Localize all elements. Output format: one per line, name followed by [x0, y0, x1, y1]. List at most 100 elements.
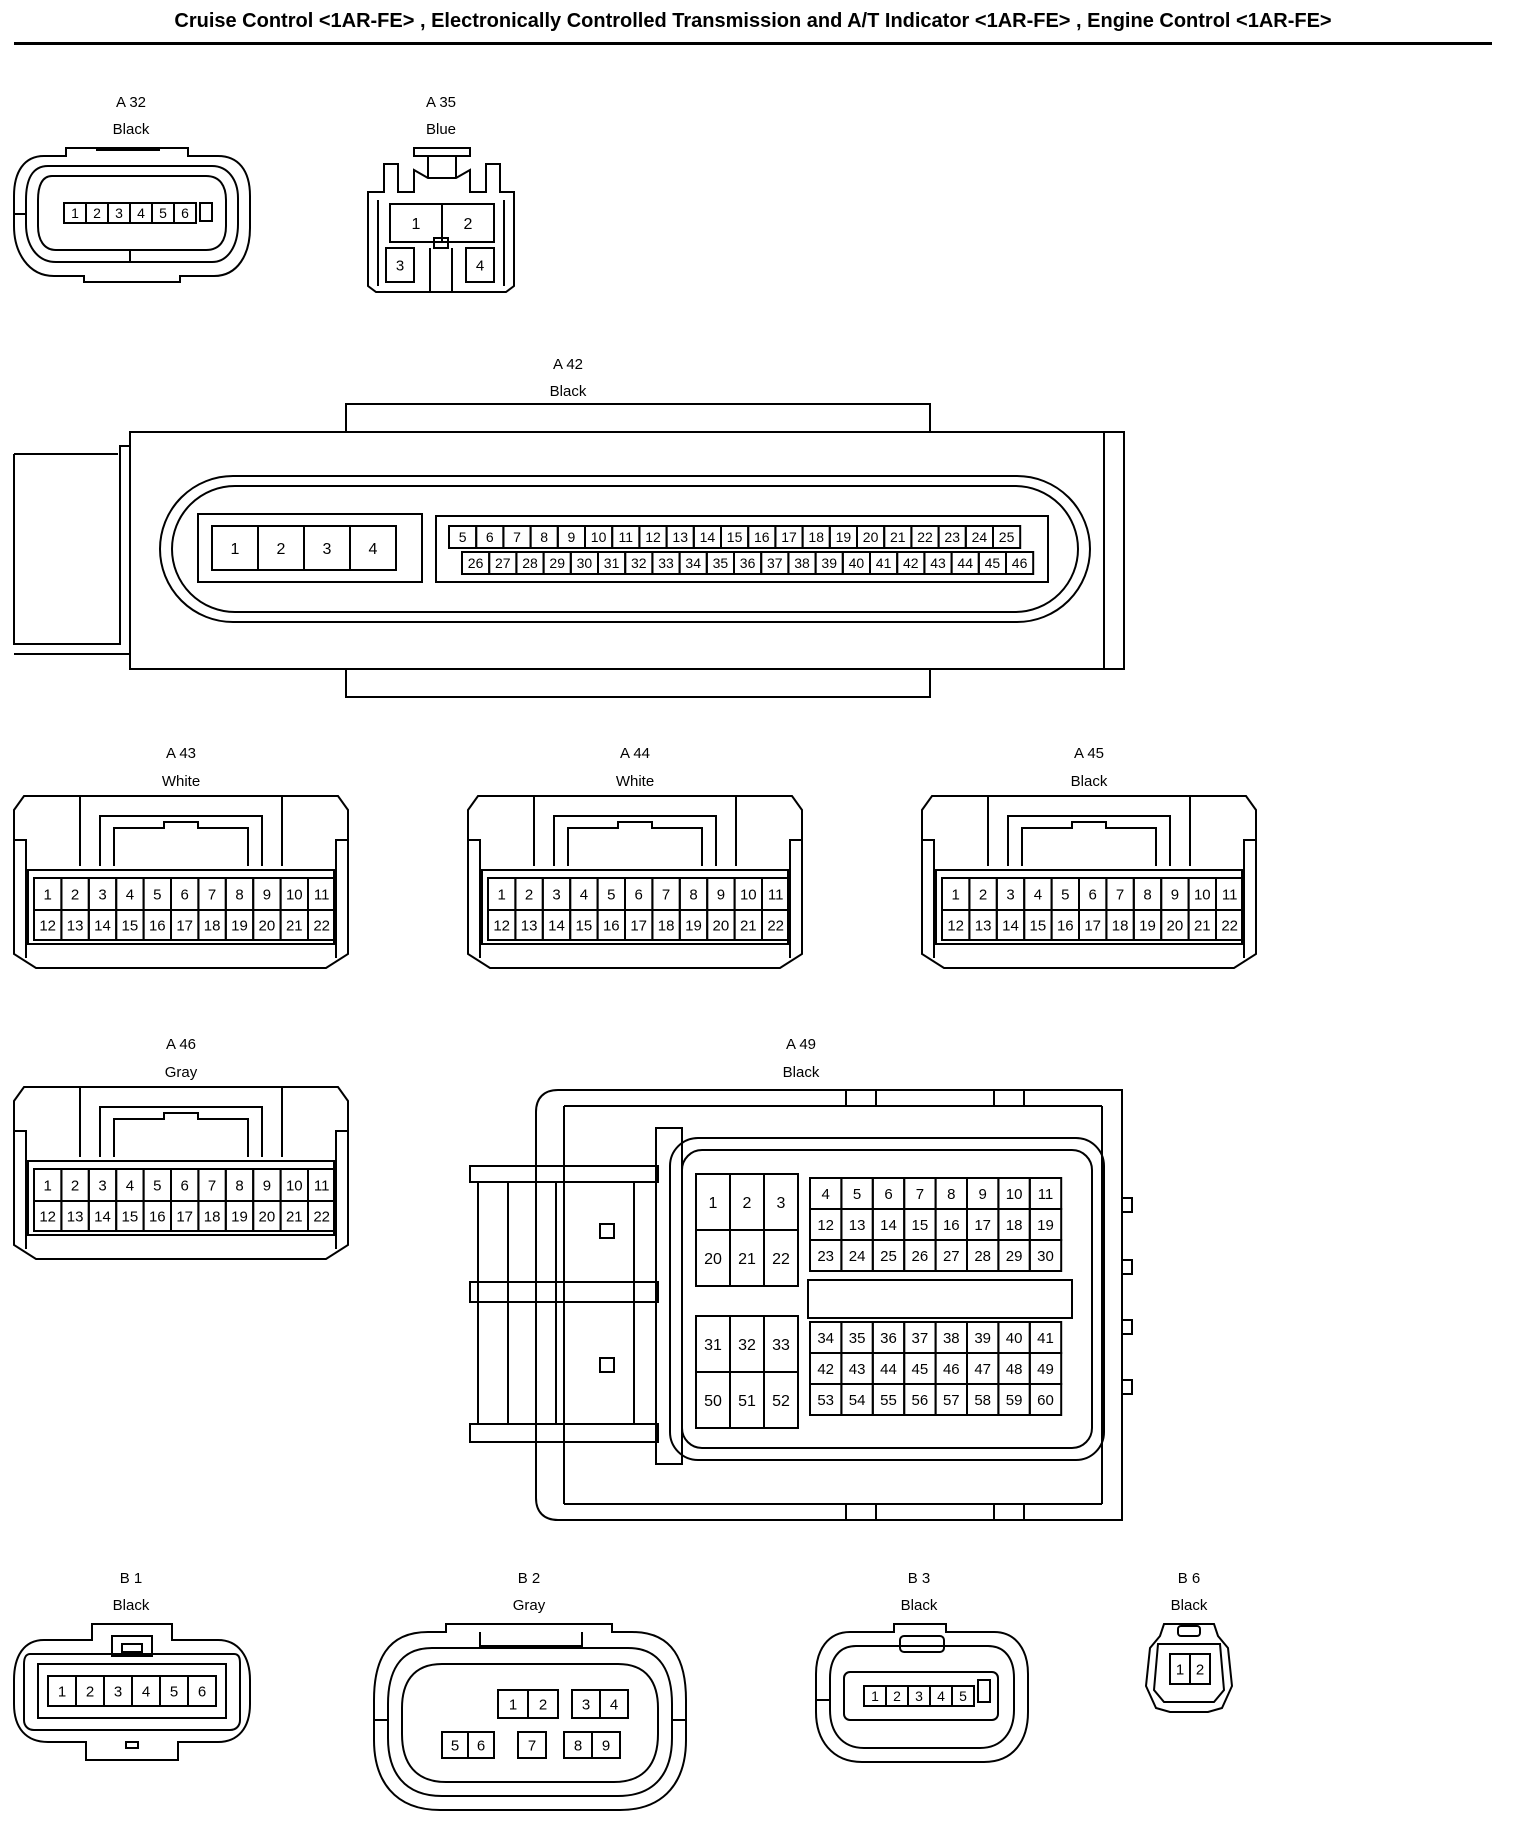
svg-text:2: 2 [539, 1696, 547, 1713]
a49-pin-4: 4 [809, 1177, 843, 1210]
svg-text:4: 4 [369, 541, 378, 558]
svg-text:58: 58 [974, 1392, 991, 1409]
a49-pin-32: 32 [729, 1315, 765, 1373]
svg-text:33: 33 [772, 1337, 790, 1354]
svg-text:10: 10 [1194, 886, 1211, 903]
connector-a32-id: A 32 [116, 94, 146, 111]
a45-pin-21: 21 [1187, 909, 1217, 941]
b2-pin-4: 4 [599, 1689, 629, 1719]
connector-a49-color: Black [783, 1064, 820, 1081]
a45-pin-19: 19 [1132, 909, 1163, 941]
b6-pin-2: 2 [1189, 1653, 1211, 1685]
a42-pin-18: 18 [801, 525, 831, 549]
svg-text:8: 8 [574, 1737, 582, 1754]
svg-text:13: 13 [975, 917, 992, 934]
svg-text:17: 17 [176, 1208, 193, 1225]
a49-pin-19: 19 [1028, 1208, 1063, 1241]
a49-pin-6: 6 [871, 1177, 906, 1210]
a46-pin-15: 15 [115, 1200, 145, 1232]
svg-text:14: 14 [700, 529, 716, 545]
a44-pin-5: 5 [596, 877, 626, 911]
svg-text:49: 49 [1037, 1361, 1054, 1378]
a45-pin-6: 6 [1078, 877, 1108, 911]
a49-pin-3: 3 [763, 1173, 799, 1231]
a42-pin-24: 24 [964, 525, 994, 549]
svg-text:3: 3 [1006, 886, 1014, 903]
title-rule [14, 42, 1492, 45]
svg-text:3: 3 [98, 886, 106, 903]
b2-pin-6: 6 [467, 1731, 495, 1759]
svg-text:42: 42 [817, 1361, 834, 1378]
a42-pin-44: 44 [950, 551, 980, 575]
svg-text:22: 22 [313, 1208, 330, 1225]
a45-pin-14: 14 [995, 909, 1026, 941]
a42-pin-8: 8 [529, 525, 559, 549]
a42-pin-23: 23 [937, 525, 967, 549]
svg-text:32: 32 [631, 555, 647, 571]
a45-pin-8: 8 [1132, 877, 1163, 911]
svg-text:15: 15 [576, 917, 593, 934]
a49-pin-35: 35 [840, 1321, 874, 1354]
a42-pin-40: 40 [841, 551, 871, 575]
svg-text:16: 16 [149, 917, 166, 934]
a46-pin-4: 4 [115, 1168, 145, 1202]
svg-text:2: 2 [1196, 1661, 1204, 1678]
svg-text:4: 4 [822, 1186, 830, 1203]
a49-pin-21: 21 [729, 1229, 765, 1287]
a44-pin-4: 4 [569, 877, 599, 911]
a44-pin-17: 17 [624, 909, 654, 941]
a44-pin-21: 21 [733, 909, 763, 941]
a45-pin-9: 9 [1160, 877, 1190, 911]
a46-pin-6: 6 [170, 1168, 200, 1202]
a46-housing [13, 1086, 349, 1260]
a46-pin-11: 11 [307, 1168, 337, 1202]
a42-pin-27: 27 [488, 551, 518, 575]
b6-pin-1: 1 [1169, 1653, 1191, 1685]
svg-text:51: 51 [738, 1393, 756, 1410]
b2-pin-2: 2 [527, 1689, 559, 1719]
svg-text:41: 41 [1037, 1330, 1054, 1347]
svg-text:10: 10 [591, 529, 607, 545]
a49-pin-44: 44 [871, 1352, 906, 1385]
a42-pin-34: 34 [678, 551, 708, 575]
svg-text:4: 4 [476, 257, 484, 274]
a43-pin-8: 8 [224, 877, 255, 911]
a42-pin-22: 22 [910, 525, 940, 549]
svg-text:1: 1 [412, 216, 421, 233]
svg-text:4: 4 [580, 886, 588, 903]
a49-pin-43: 43 [840, 1352, 874, 1385]
a44-pin-16: 16 [596, 909, 626, 941]
svg-text:16: 16 [1057, 917, 1074, 934]
svg-text:7: 7 [208, 886, 216, 903]
svg-text:20: 20 [1167, 917, 1184, 934]
svg-text:25: 25 [999, 529, 1015, 545]
svg-text:9: 9 [263, 886, 271, 903]
a49-pin-27: 27 [934, 1239, 968, 1272]
svg-text:26: 26 [912, 1248, 929, 1265]
connector-b1-color: Black [113, 1597, 150, 1614]
svg-text:12: 12 [493, 917, 510, 934]
svg-text:13: 13 [67, 1208, 84, 1225]
b1-pin-1: 1 [47, 1675, 77, 1707]
svg-text:9: 9 [979, 1186, 987, 1203]
a45-pin-3: 3 [995, 877, 1026, 911]
svg-text:39: 39 [974, 1330, 991, 1347]
a35-pin-1: 1 [389, 203, 443, 243]
svg-text:17: 17 [1084, 917, 1101, 934]
a45-pin-16: 16 [1050, 909, 1080, 941]
b3-pin-5: 5 [951, 1685, 975, 1707]
a42-pin-20: 20 [856, 525, 886, 549]
svg-text:19: 19 [1139, 917, 1156, 934]
a44-pin-14: 14 [541, 909, 572, 941]
a42-pin-14: 14 [692, 525, 722, 549]
connector-b1-id: B 1 [120, 1570, 143, 1587]
svg-text:5: 5 [459, 529, 467, 545]
a46-pin-13: 13 [60, 1200, 90, 1232]
a44-pin-11: 11 [761, 877, 791, 911]
a49-pin-15: 15 [903, 1208, 937, 1241]
